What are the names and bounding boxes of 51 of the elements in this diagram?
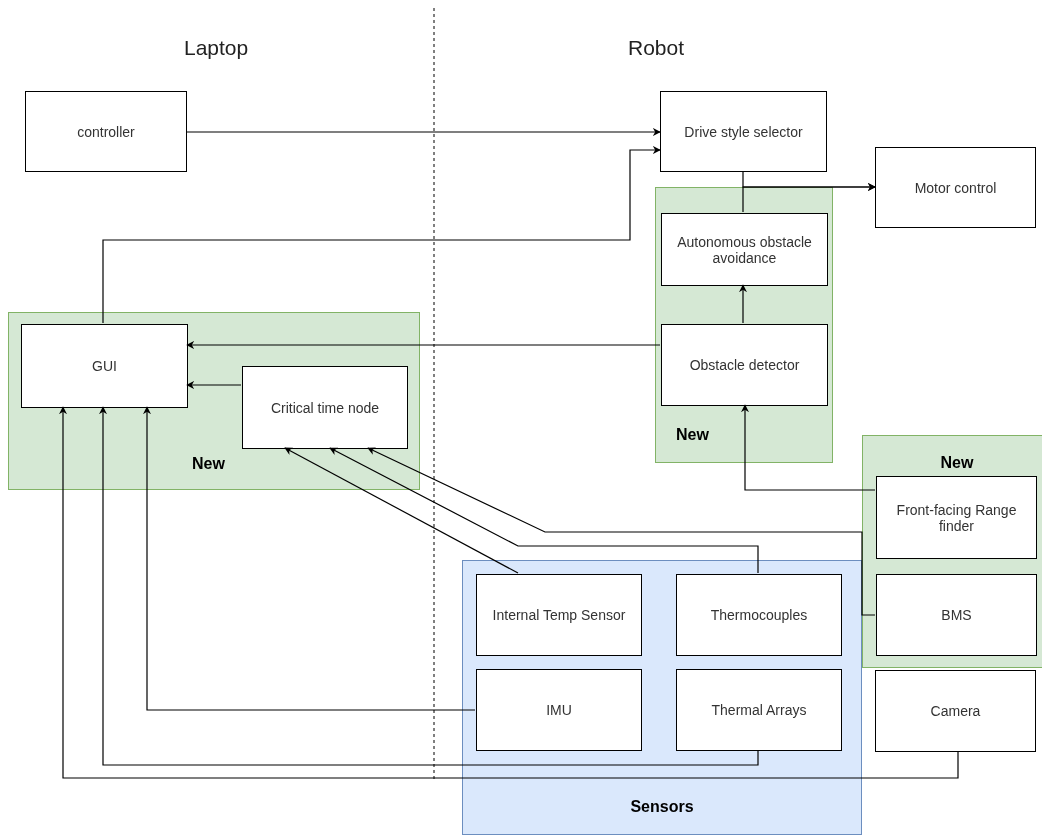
group-heading: New xyxy=(939,454,975,472)
box-label: Critical time node xyxy=(270,399,380,416)
arrow xyxy=(741,404,876,491)
process-box xyxy=(876,476,1037,559)
arrow xyxy=(742,183,876,213)
group-panel xyxy=(655,187,833,463)
arrow xyxy=(99,406,759,766)
box-label: Motor control xyxy=(914,179,997,196)
group-heading: Sensors xyxy=(629,798,695,816)
column-heading: Robot xyxy=(628,36,685,60)
box-label: Autonomous obstacle avoidance xyxy=(676,233,813,266)
box-label: controller xyxy=(77,123,135,140)
process-box xyxy=(476,669,642,751)
process-box xyxy=(661,213,828,286)
group-heading: New xyxy=(676,426,709,444)
group-panel xyxy=(462,560,862,835)
process-box xyxy=(875,147,1036,228)
box-label: IMU xyxy=(546,702,572,718)
box-label: Drive style selector xyxy=(684,123,803,140)
group-heading: New xyxy=(192,455,225,473)
arrow xyxy=(186,381,242,389)
box-label: Obstacle detector xyxy=(689,357,800,373)
arrow xyxy=(367,447,876,616)
arrow xyxy=(329,447,759,574)
box-label: BMS xyxy=(941,607,972,623)
column-heading: Laptop xyxy=(184,36,249,60)
arrow xyxy=(102,146,661,324)
box-label: Front-facing Range finder xyxy=(895,501,1018,534)
box-label: Internal Temp Sensor xyxy=(492,607,626,623)
process-box xyxy=(476,574,642,656)
arrow xyxy=(186,128,661,136)
group-panel xyxy=(8,312,420,490)
process-box xyxy=(876,574,1037,656)
arrow xyxy=(186,341,661,349)
group-panel xyxy=(862,435,1042,668)
box-label: Camera xyxy=(930,703,981,719)
arrow xyxy=(59,406,959,779)
process-box xyxy=(660,91,827,172)
process-box xyxy=(242,366,408,449)
box-label: Thermocouples xyxy=(710,607,808,623)
arrow xyxy=(143,406,476,711)
box-label: Thermal Arrays xyxy=(711,702,807,718)
process-box xyxy=(676,669,842,751)
process-box xyxy=(25,91,187,172)
box-label: GUI xyxy=(92,358,117,374)
process-box xyxy=(21,324,188,408)
process-box xyxy=(661,324,828,406)
process-box xyxy=(676,574,842,656)
arrow xyxy=(284,447,519,574)
arrow xyxy=(739,284,747,324)
process-box xyxy=(875,670,1036,752)
